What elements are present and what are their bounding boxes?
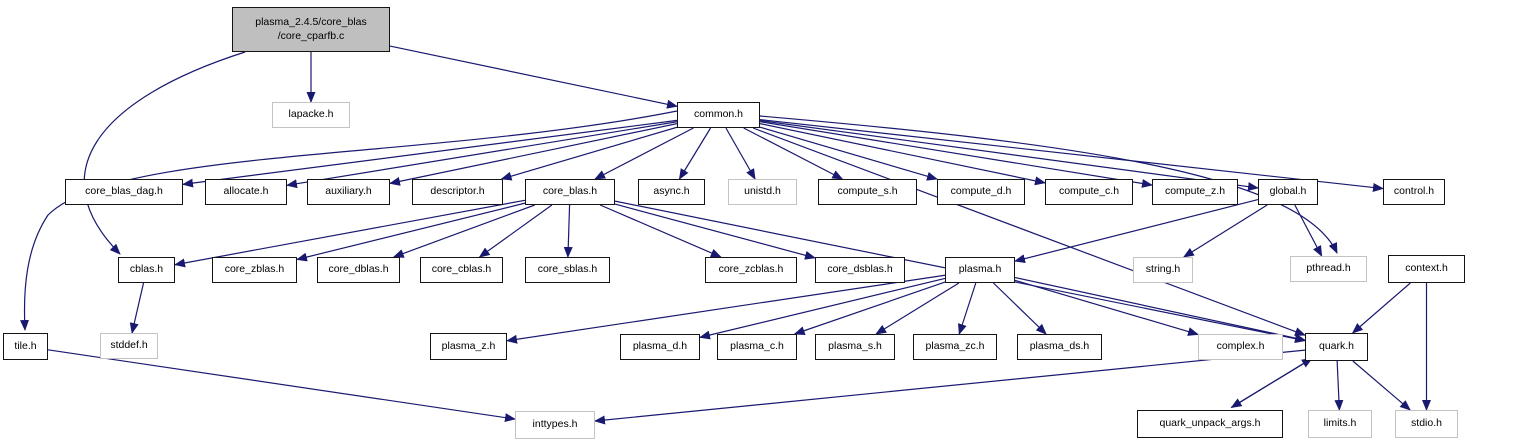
edge-common-h-to-quark-h (752, 127, 1306, 336)
node-plasma-zc-h[interactable]: plasma_zc.h (913, 334, 997, 360)
node-common-h[interactable]: common.h (677, 102, 760, 128)
edge-common-h-to-core-blas-h (594, 127, 694, 180)
edge-plasma-h-to-complex-h (1014, 279, 1199, 336)
edge-tile-h-to-inttypes-h (47, 349, 516, 423)
edge-quark-h-to-inttypes-h (594, 349, 1306, 425)
node-compute-d-h[interactable]: compute_d.h (937, 179, 1025, 205)
edge-common-h-to-global-h (759, 120, 1259, 192)
node-plasma-ds-h[interactable]: plasma_ds.h (1017, 334, 1102, 360)
node-core-sblas-h[interactable]: core_sblas.h (525, 257, 610, 283)
edge-plasma-h-to-plasma-s-h (875, 282, 960, 335)
node-quark-h[interactable]: quark.h (1305, 333, 1368, 361)
node-plasma-z-h[interactable]: plasma_z.h (430, 333, 507, 360)
node-plasma-h[interactable]: plasma.h (945, 257, 1015, 283)
edge-common-h-to-context-h (759, 115, 1338, 254)
edge-core-blas-h-to-core-sblas-h (563, 204, 573, 258)
edge-core-blas-h-to-core-cblas-h (478, 204, 553, 258)
node-limits-h: limits.h (1308, 410, 1372, 438)
edge-quark-h-to-limits-h (1334, 360, 1344, 411)
node-compute-s-h[interactable]: compute_s.h (818, 179, 917, 205)
edge-common-h-to-descriptor-h (500, 126, 678, 181)
edge-common-h-to-async-h (678, 127, 712, 180)
edge-plasma-h-to-plasma-c-h (793, 281, 946, 335)
node-pthread-h: pthread.h (1290, 256, 1367, 282)
node-core-blas-dag-h[interactable]: core_blas_dag.h (65, 179, 183, 205)
node-lapacke-h: lapacke.h (272, 102, 350, 128)
node-root: plasma_2.4.5/core_blas /core_cparfb.c (232, 7, 390, 52)
edge-common-h-to-compute-s-h (743, 127, 844, 180)
node-core-dblas-h[interactable]: core_dblas.h (317, 257, 400, 283)
edge-common-h-to-compute-c-h (759, 123, 1046, 186)
node-stddef-h: stddef.h (100, 333, 158, 359)
node-core-blas-h[interactable]: core_blas.h (525, 179, 615, 205)
edge-plasma-h-to-plasma-d-h (699, 277, 946, 340)
edge-global-h-to-plasma-h (1014, 199, 1259, 264)
node-descriptor-h[interactable]: descriptor.h (412, 179, 503, 205)
node-cblas-h[interactable]: cblas.h (118, 257, 175, 283)
edge-core-blas-h-to-core-zcblas-h (599, 204, 722, 258)
node-inttypes-h: inttypes.h (515, 411, 595, 439)
node-context-h[interactable]: context.h (1388, 255, 1465, 283)
edge-common-h-to-compute-d-h (759, 126, 938, 181)
node-control-h[interactable]: control.h (1383, 179, 1445, 205)
node-plasma-c-h[interactable]: plasma_c.h (717, 334, 797, 360)
node-complex-h: complex.h (1198, 334, 1283, 360)
edge-common-h-to-allocate-h (286, 121, 678, 189)
node-plasma-d-h[interactable]: plasma_d.h (620, 334, 700, 360)
edge-core-blas-h-to-core-dsblas-h (614, 203, 816, 260)
edge-plasma-h-to-plasma-ds-h (993, 282, 1047, 335)
edge-plasma-h-to-plasma-z-h (506, 274, 946, 344)
edge-root-to-cblas-h (83, 51, 246, 255)
edge-plasma-h-to-quark-h (1014, 276, 1306, 343)
edge-core-blas-h-to-cblas-h (174, 199, 526, 268)
edge-global-h-to-string-h (1182, 204, 1268, 258)
node-compute-c-h[interactable]: compute_c.h (1045, 179, 1133, 205)
node-core-zblas-h[interactable]: core_zblas.h (212, 257, 297, 283)
edge-cblas-h-to-stddef-h (129, 282, 145, 334)
edge-common-h-to-unistd-h (725, 127, 756, 180)
edge-core-blas-h-to-core-zblas-h (296, 202, 526, 262)
node-unistd-h: unistd.h (728, 179, 797, 205)
edge-common-h-to-compute-z-h (759, 121, 1153, 188)
edge-plasma-h-to-plasma-zc-h (958, 282, 977, 335)
node-tile-h[interactable]: tile.h (3, 333, 48, 360)
edge-common-h-to-auxiliary-h (389, 123, 678, 186)
edge-root-to-common-h (389, 45, 678, 109)
edge-common-h-to-core-blas-dag-h (182, 119, 678, 188)
edge-quark-unpack-args-h-to-quark-h (1231, 357, 1313, 408)
node-allocate-h[interactable]: allocate.h (205, 179, 287, 205)
edge-quark-h-to-stdio-h (1352, 360, 1411, 411)
node-plasma-s-h[interactable]: plasma_s.h (815, 334, 895, 360)
node-quark-unpack-args-h[interactable]: quark_unpack_args.h (1137, 410, 1283, 438)
node-async-h[interactable]: async.h (638, 179, 705, 205)
node-core-zcblas-h[interactable]: core_zcblas.h (705, 257, 797, 283)
node-stdio-h: stdio.h (1395, 410, 1458, 438)
node-string-h: string.h (1133, 257, 1193, 283)
node-core-dsblas-h[interactable]: core_dsblas.h (815, 257, 905, 283)
node-global-h[interactable]: global.h (1258, 179, 1318, 205)
edge-core-blas-h-to-core-dblas-h (392, 204, 535, 258)
edge-common-h-to-control-h (759, 118, 1384, 192)
node-auxiliary-h[interactable]: auxiliary.h (307, 179, 390, 205)
edge-context-h-to-quark-h (1351, 282, 1411, 334)
node-core-cblas-h[interactable]: core_cblas.h (420, 257, 503, 283)
node-compute-z-h[interactable]: compute_z.h (1152, 179, 1238, 205)
edge-global-h-to-pthread-h (1294, 204, 1323, 257)
